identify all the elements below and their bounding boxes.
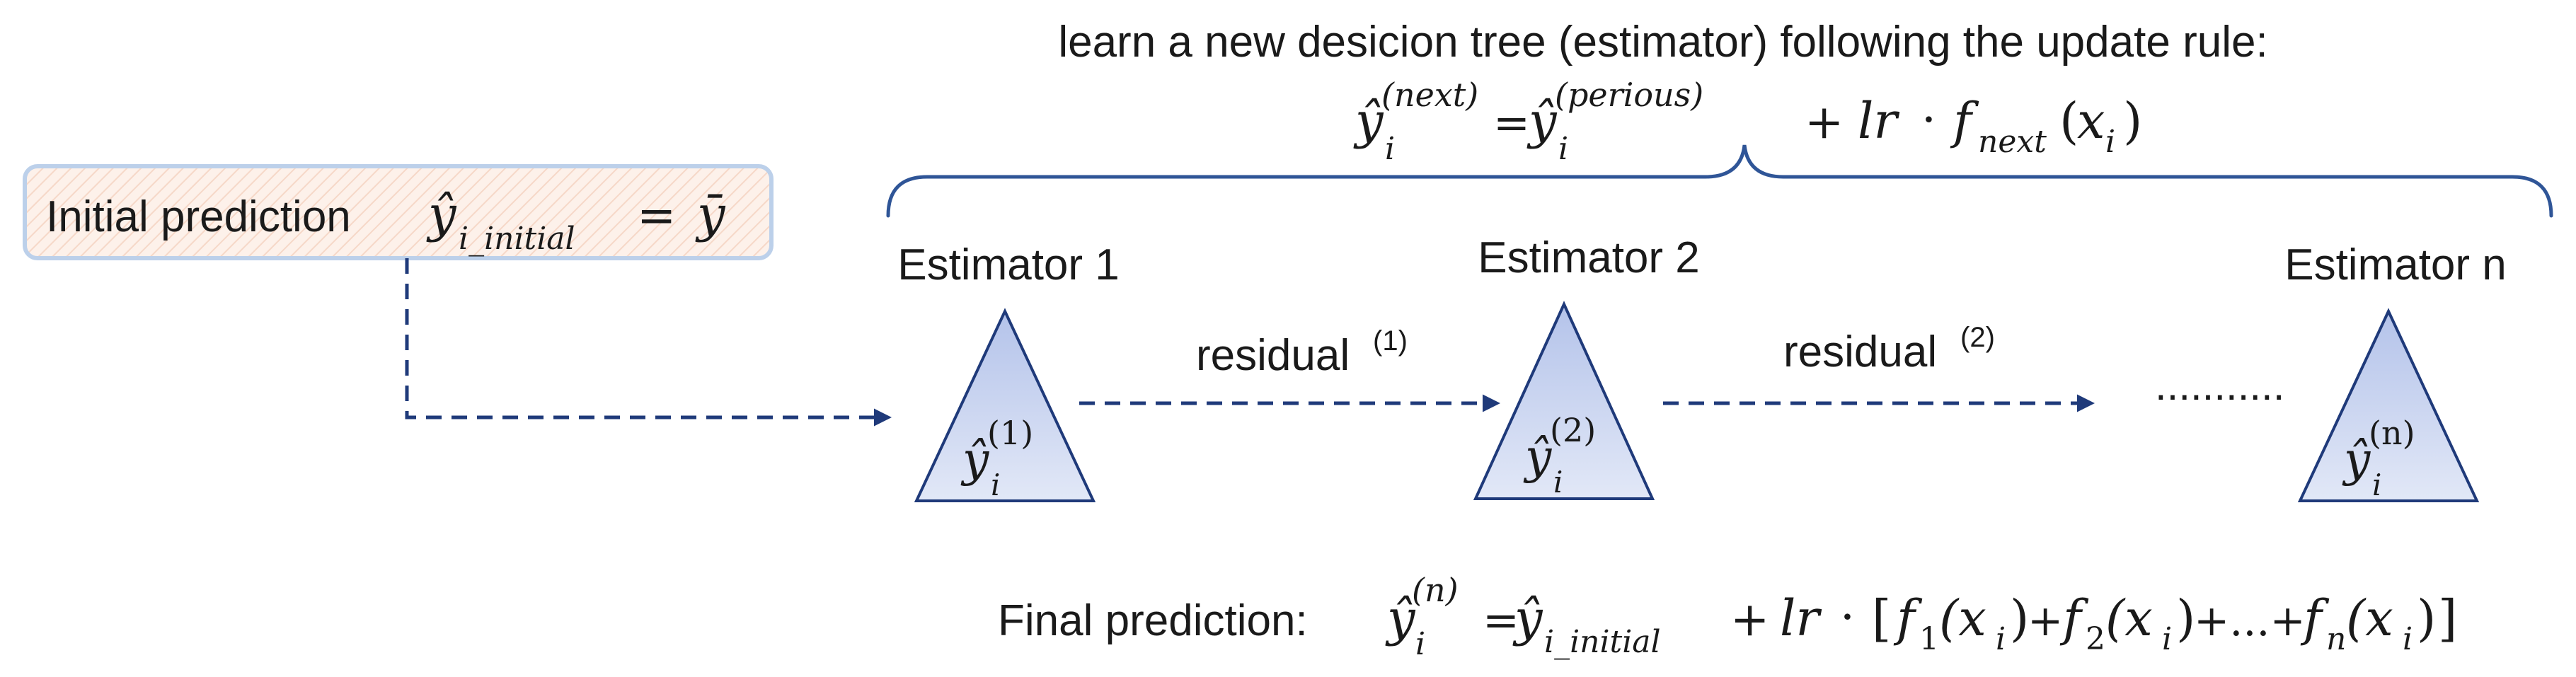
- svg-text:): ): [2123, 92, 2142, 150]
- svg-text:i: i: [1558, 131, 1568, 167]
- svg-text:Final prediction:: Final prediction:: [998, 596, 1308, 645]
- final-prediction-equation: Final prediction: ŷ i (n) = ŷ i_initial …: [998, 571, 2457, 662]
- svg-text:+: +: [2028, 596, 2063, 646]
- svg-text:(next): (next): [1381, 76, 1478, 114]
- svg-text:ŷ: ŷ: [1512, 589, 1543, 647]
- svg-text:(x: (x: [1939, 589, 1986, 647]
- svg-text:): ): [2010, 589, 2029, 647]
- svg-text:=: =: [1493, 97, 1530, 149]
- svg-text:i: i: [991, 468, 1000, 502]
- svg-text:Initial prediction: Initial prediction: [46, 192, 351, 241]
- svg-text:2: 2: [2086, 621, 2105, 657]
- svg-text:·: ·: [1840, 590, 1855, 644]
- svg-text:1: 1: [1919, 621, 1939, 657]
- svg-text:f: f: [1950, 92, 1979, 150]
- svg-text:(: (: [2059, 92, 2078, 150]
- svg-text:(1): (1): [987, 414, 1033, 452]
- svg-text:ŷ: ŷ: [426, 185, 457, 243]
- svg-text:]: ]: [2438, 589, 2457, 647]
- svg-text:+: +: [1805, 95, 1844, 149]
- estimator-1-title: Estimator 1: [897, 241, 1120, 289]
- residual-2-label: residual (2): [1783, 322, 1995, 376]
- svg-text:): ): [2176, 589, 2195, 647]
- svg-text:next: next: [1978, 124, 2047, 160]
- svg-text:f: f: [1893, 589, 1923, 647]
- svg-text:i: i: [2162, 621, 2172, 657]
- svg-text:residual: residual: [1196, 331, 1350, 380]
- svg-text:): ): [2417, 589, 2436, 647]
- svg-text:lr: lr: [1780, 589, 1822, 647]
- residual-1-label: residual (1): [1196, 325, 1408, 380]
- svg-text:(2): (2): [1960, 322, 1995, 353]
- svg-text:+: +: [1730, 592, 1769, 647]
- svg-text:i: i: [2403, 621, 2413, 657]
- svg-text:i: i: [1385, 131, 1395, 167]
- svg-text:i: i: [1553, 465, 1563, 499]
- svg-text:i: i: [2105, 124, 2115, 160]
- svg-text:(1): (1): [1373, 325, 1408, 357]
- svg-text:n: n: [2326, 621, 2346, 657]
- svg-text:ŷ: ŷ: [1353, 92, 1384, 150]
- estimator-1-tree: ŷ i (1): [914, 308, 1096, 502]
- svg-text:=: =: [637, 188, 676, 243]
- svg-text:·: ·: [1921, 93, 1936, 147]
- svg-text:(n): (n): [2369, 414, 2415, 452]
- svg-text:x: x: [2077, 92, 2105, 150]
- svg-text:+...+: +...+: [2194, 596, 2306, 646]
- svg-text:(x: (x: [2346, 589, 2393, 647]
- header-caption: learn a new desicion tree (estimator) fo…: [1058, 18, 2267, 66]
- svg-text:ŷ: ŷ: [2342, 432, 2371, 487]
- svg-text:ŷ: ŷ: [960, 432, 989, 487]
- svg-text:ŷ: ŷ: [1523, 429, 1552, 484]
- svg-text:(2): (2): [1550, 411, 1596, 449]
- svg-text:i_initial: i_initial: [1544, 624, 1661, 660]
- svg-text:i: i: [1415, 626, 1425, 662]
- svg-text:(perious): (perious): [1555, 76, 1703, 114]
- svg-text:(x: (x: [2105, 589, 2153, 647]
- svg-text:i: i: [1996, 621, 2006, 657]
- svg-text:[: [: [1872, 589, 1891, 647]
- svg-text:f: f: [2059, 589, 2089, 647]
- svg-text:residual: residual: [1783, 328, 1937, 376]
- estimator-n-tree: ŷ i (n): [2297, 308, 2480, 502]
- svg-text:ŷ: ŷ: [1526, 92, 1558, 150]
- update-rule-equation: ŷ i (next) = ŷ i (perious) + lr · f next…: [1353, 76, 2142, 167]
- estimator-ellipsis: ...........: [2155, 361, 2284, 409]
- initial-connector-arrow: [405, 258, 892, 427]
- svg-text:i: i: [2372, 468, 2381, 502]
- estimator-n-title: Estimator n: [2284, 241, 2507, 289]
- initial-prediction-box: Initial prediction ŷ i_initial = ȳ: [23, 164, 774, 260]
- svg-text:lr: lr: [1858, 92, 1899, 150]
- svg-text:ȳ: ȳ: [695, 185, 726, 243]
- svg-text:=: =: [1483, 594, 1519, 646]
- estimator-2-title: Estimator 2: [1478, 233, 1700, 282]
- svg-text:ŷ: ŷ: [1385, 589, 1416, 647]
- estimator-2-tree: ŷ i (2): [1473, 301, 1655, 500]
- svg-text:(n): (n): [1412, 571, 1459, 609]
- svg-text:f: f: [2300, 589, 2330, 647]
- update-brace: [886, 144, 2553, 218]
- svg-text:i_initial: i_initial: [459, 221, 575, 257]
